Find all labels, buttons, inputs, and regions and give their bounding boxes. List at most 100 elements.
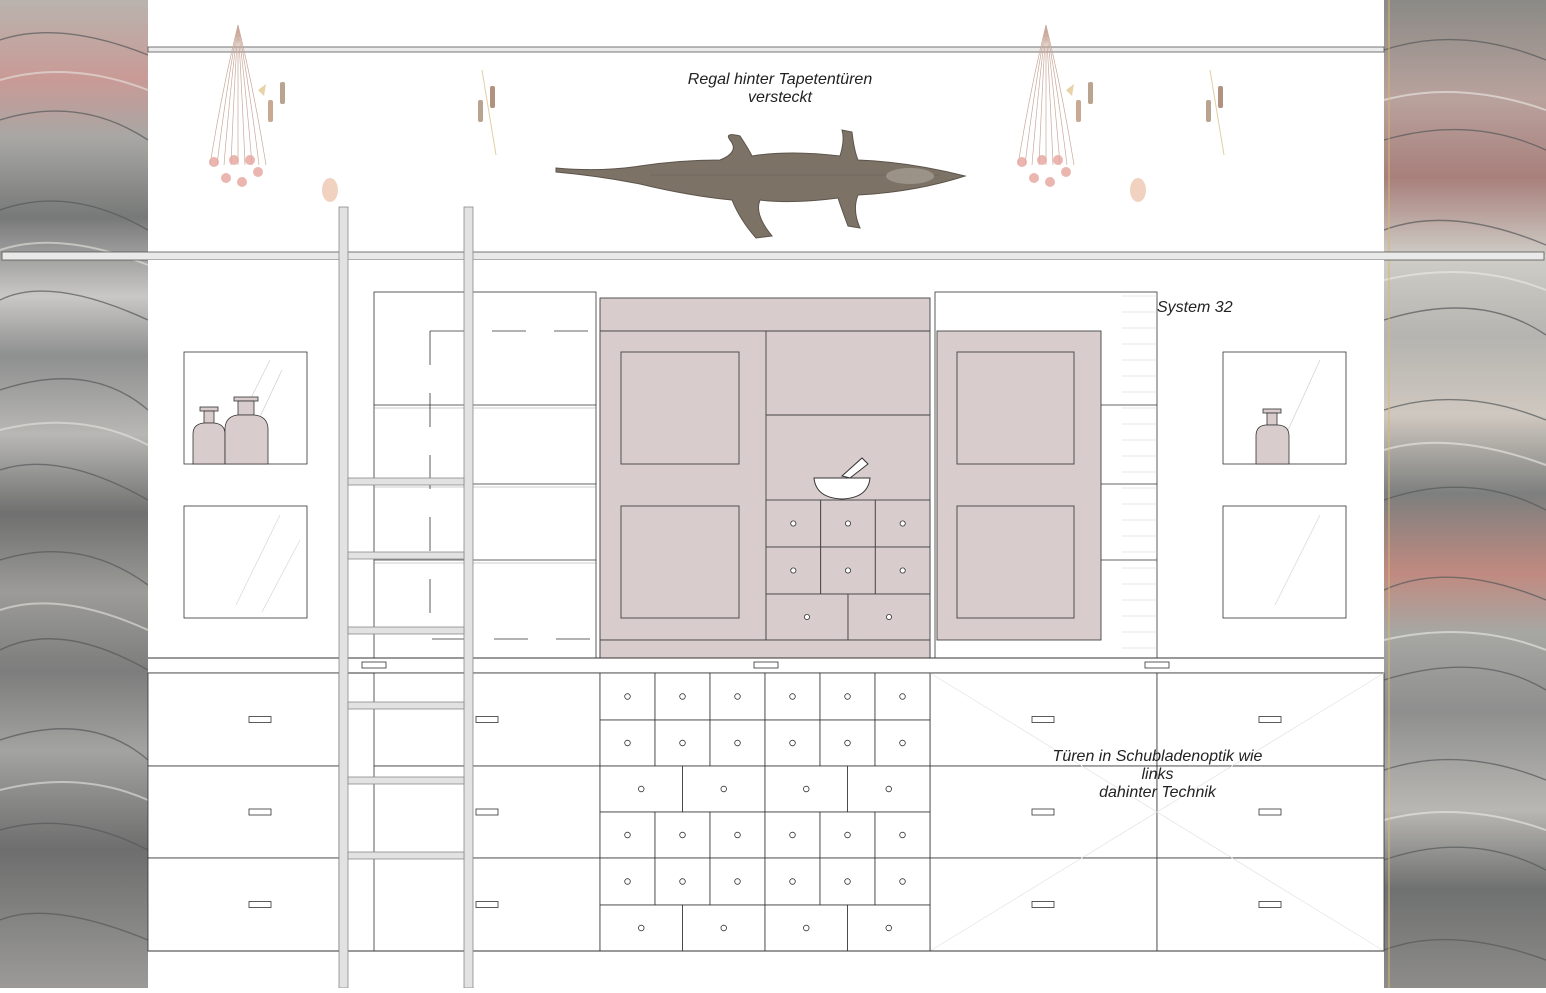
ladder-rung [347, 701, 465, 710]
annotation-hidden-shelf: Regal hinter Tapetentüren versteckt [660, 71, 900, 107]
cattail [268, 100, 273, 122]
flower-bloom [1061, 167, 1071, 177]
hidden-door-mark [929, 672, 1385, 952]
library-ladder[interactable] [338, 206, 474, 989]
drawer-knob [789, 739, 796, 747]
annotation-line: versteckt [747, 89, 812, 106]
drawer-front [147, 857, 340, 952]
dried-flowers-icon [209, 24, 1225, 202]
drawer-knob [720, 924, 727, 932]
drawer-knob [844, 831, 851, 839]
flower-bloom [209, 157, 219, 167]
flower-bloom [1053, 155, 1063, 165]
drawer-knob [844, 693, 851, 700]
flower-stem [223, 24, 239, 166]
ladder-rung [347, 551, 465, 560]
stone-wall-right [1383, 0, 1546, 988]
drawer-knob [624, 878, 631, 885]
drawer-front [709, 857, 766, 906]
ladder-rung [347, 851, 465, 860]
annotation-line: Türen in Schubladenoptik wie [1052, 748, 1263, 765]
flower-bloom [229, 155, 239, 165]
drawer-knob [844, 878, 851, 885]
flower-stem [237, 24, 260, 166]
annotation-line: dahinter Technik [1099, 784, 1216, 801]
flower-stem [1045, 24, 1054, 166]
drawer-knob [804, 614, 811, 621]
drawer-knob [720, 785, 727, 793]
lower-apothecary-drawers [599, 672, 931, 952]
flower-stem [209, 24, 239, 166]
crocodile-icon [555, 129, 967, 239]
drawer-knob [624, 693, 631, 700]
drawer-knob [899, 878, 906, 885]
flower-stem [237, 24, 253, 166]
flower-stem [1045, 24, 1075, 166]
drawer-knob [899, 520, 906, 527]
flower-stem [1017, 24, 1047, 166]
right-niche-lower [1222, 505, 1347, 619]
drawer-knob [679, 878, 686, 885]
flower-bloom [1017, 157, 1027, 167]
drawer-knob [734, 831, 741, 839]
drawer-knob [624, 739, 631, 747]
cattail [490, 86, 495, 108]
flower-stem [1209, 69, 1225, 156]
drawer-knob [803, 924, 810, 932]
flower-bloom [322, 178, 338, 202]
flower-bloom [221, 173, 231, 183]
drawer-knob [734, 878, 741, 885]
drawer-front [819, 719, 876, 767]
drawer-knob [734, 739, 741, 747]
mortar-and-pestle-icon [813, 457, 871, 500]
drawer-knob [679, 739, 686, 747]
cattail [1206, 100, 1211, 122]
apothecary-bottle-icon [192, 396, 269, 465]
flower-stem [1024, 24, 1047, 166]
cabinet-base [599, 639, 931, 659]
drawer-knob [679, 693, 686, 700]
cattail [1088, 82, 1093, 104]
drawer-handle [475, 901, 499, 908]
ladder-rung [347, 776, 465, 785]
annotation-system-32: System 32 [1157, 299, 1233, 316]
drawer-knob [803, 785, 810, 793]
flower-bloom [1045, 177, 1055, 187]
leaf [1066, 84, 1074, 96]
leaf [258, 84, 266, 96]
drawer-knob [734, 693, 741, 700]
flower-stem [230, 24, 239, 166]
right-shelving [934, 291, 1158, 659]
drawer-handle [1031, 716, 1055, 723]
drawer-knob [679, 831, 686, 839]
drawer-knob [789, 831, 796, 839]
drawer-knob [844, 739, 851, 747]
upper-shelf-band [1, 0, 1545, 261]
drawer-knob [899, 567, 906, 574]
cattail [280, 82, 285, 104]
annotation-line: Regal hinter Tapetentüren [687, 71, 873, 88]
drawer-knob [638, 785, 645, 793]
drawer-knob [899, 739, 906, 747]
cattail [1076, 100, 1081, 122]
dried-flowers-icon [1017, 24, 1146, 202]
drawer-handle [475, 808, 499, 816]
drawer-knob [790, 567, 797, 574]
dried-flowers-icon [1206, 69, 1225, 156]
drawer-knob [885, 924, 892, 932]
drawer-handle [248, 808, 272, 816]
left-niche-lower [183, 505, 308, 619]
drawer-handle [248, 716, 272, 723]
stone-wall-left [0, 0, 149, 988]
drawer-knob [789, 878, 796, 885]
apothecary-bottle-icon [1255, 408, 1290, 465]
center-cabinet [599, 297, 931, 659]
flower-stem [481, 69, 497, 156]
right-door [936, 330, 1102, 641]
drawer-knob [845, 567, 852, 574]
flower-bloom [1037, 155, 1047, 165]
flower-bloom [237, 177, 247, 187]
drawer-knob [845, 520, 852, 527]
